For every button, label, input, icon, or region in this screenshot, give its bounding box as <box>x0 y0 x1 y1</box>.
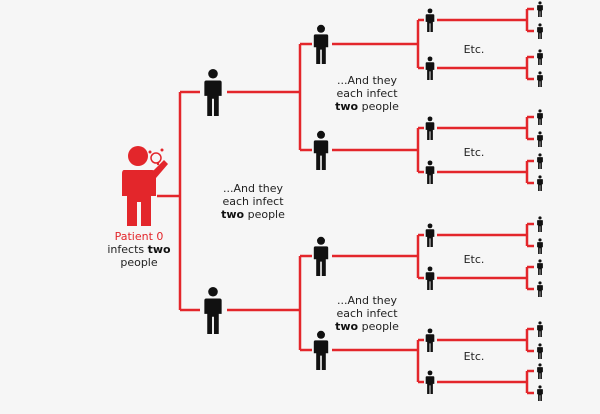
patient-zero-two: two <box>147 243 171 256</box>
spread-label-line1: ...And they <box>336 294 398 307</box>
person-icon <box>425 8 435 32</box>
person-icon <box>313 130 329 170</box>
person-icon <box>537 175 543 191</box>
person-icon <box>204 68 222 116</box>
etc-label-1: Etc. <box>463 43 485 56</box>
person-icon <box>537 131 543 147</box>
person-icon <box>537 216 543 232</box>
spread-label-people: people <box>247 208 285 221</box>
person-icon <box>537 49 543 65</box>
person-icon <box>537 321 543 337</box>
spread-label-two: two <box>221 208 245 221</box>
spread-label-people: people <box>361 100 399 113</box>
etc-label-2: Etc. <box>463 146 485 159</box>
person-icon <box>537 238 543 254</box>
person-icon <box>425 328 435 352</box>
person-icon <box>537 281 543 297</box>
spread-label-line3: two people <box>322 100 412 113</box>
spread-label-two: two <box>335 320 359 333</box>
person-icon <box>537 153 543 169</box>
spread-label-line2: each infect <box>336 307 398 320</box>
patient-zero-infects-text: infects <box>107 243 145 256</box>
patient-zero-name: Patient 0 <box>114 230 164 243</box>
person-icon <box>425 266 435 290</box>
etc-label-3: Etc. <box>463 253 485 266</box>
person-icon <box>537 385 543 401</box>
spread-label-line2: each infect <box>336 87 398 100</box>
person-icon <box>537 343 543 359</box>
spread-label-people: people <box>361 320 399 333</box>
person-icon <box>425 160 435 184</box>
spread-label-line3: two people <box>208 208 298 221</box>
person-icon <box>313 330 329 370</box>
person-icon <box>537 363 543 379</box>
person-icon <box>537 1 543 17</box>
person-icon <box>537 259 543 275</box>
patient-zero-people: people <box>120 256 158 269</box>
person-icon <box>425 223 435 247</box>
spread-label-generation-2-bottom: ...And they each infect two people <box>322 294 412 333</box>
etc-label-4: Etc. <box>463 350 485 363</box>
patient-zero-caption: Patient 0 infects two people <box>96 230 182 269</box>
person-icon <box>537 109 543 125</box>
person-icon <box>537 71 543 87</box>
person-icon <box>313 236 329 276</box>
spread-label-line1: ...And they <box>336 74 398 87</box>
person-icon <box>425 116 435 140</box>
person-icon <box>537 23 543 39</box>
spread-label-two: two <box>335 100 359 113</box>
person-icon <box>313 24 329 64</box>
spread-label-line1: ...And they <box>222 182 284 195</box>
spread-label-line3: two people <box>322 320 412 333</box>
spread-label-generation-2-top: ...And they each infect two people <box>322 74 412 113</box>
person-icon <box>425 56 435 80</box>
person-icon <box>425 370 435 394</box>
spread-label-generation-1: ...And they each infect two people <box>208 182 298 221</box>
person-icon <box>204 286 222 334</box>
patient-zero-infects-line: infects two <box>96 243 182 256</box>
patient-zero-icon <box>122 146 168 226</box>
spread-label-line2: each infect <box>222 195 284 208</box>
